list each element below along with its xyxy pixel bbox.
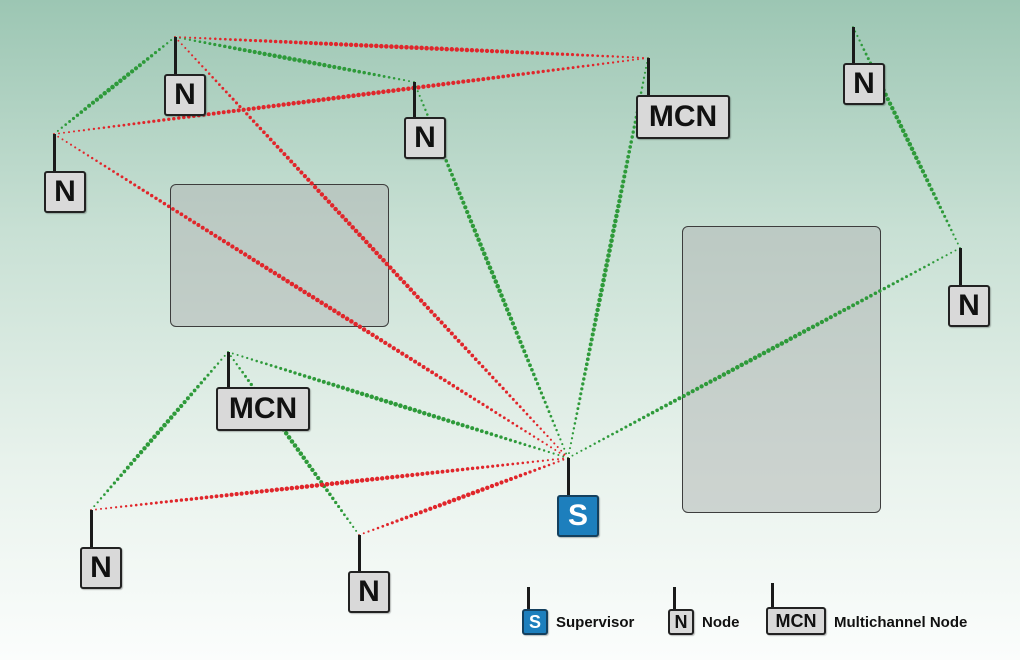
- sup-antenna: [567, 458, 570, 495]
- node-n2[interactable]: N: [44, 171, 86, 213]
- node-n7[interactable]: N: [948, 285, 990, 327]
- node-n4[interactable]: N: [80, 547, 122, 589]
- obstacle-right: [682, 226, 881, 513]
- link-n2-sup: [53, 133, 569, 459]
- link-n5-sup: [358, 457, 569, 536]
- n3-antenna: [413, 82, 416, 117]
- node-n1[interactable]: N: [164, 74, 206, 116]
- link-n7-sup: [567, 247, 961, 459]
- link-n6-n7: [852, 26, 961, 249]
- mcn2-antenna: [647, 58, 650, 95]
- mcn1-antenna: [227, 352, 230, 387]
- link-n1-mcn2: [174, 36, 649, 59]
- n2-antenna: [53, 134, 56, 171]
- link-mcn1-sup: [227, 351, 569, 459]
- n4-antenna: [90, 510, 93, 547]
- supervisor-sup[interactable]: S: [557, 495, 599, 537]
- multichannel-node-mcn2[interactable]: MCN: [636, 95, 730, 139]
- link-n4-sup: [90, 457, 569, 511]
- link-mcn1-n5: [227, 351, 360, 536]
- node-n6[interactable]: N: [843, 63, 885, 105]
- obstacle-left: [170, 184, 389, 327]
- multichannel-node-mcn1[interactable]: MCN: [216, 387, 310, 431]
- link-n1-n3: [174, 36, 415, 83]
- link-n3-sup: [413, 81, 569, 459]
- node-n5[interactable]: N: [348, 571, 390, 613]
- n7-antenna: [959, 248, 962, 285]
- link-n2-mcn2: [53, 57, 649, 135]
- n6-antenna: [852, 27, 855, 63]
- n1-antenna: [174, 37, 177, 74]
- n5-antenna: [358, 535, 361, 571]
- link-n1-sup: [174, 36, 569, 459]
- node-n3[interactable]: N: [404, 117, 446, 159]
- link-mcn1-n4: [90, 351, 229, 511]
